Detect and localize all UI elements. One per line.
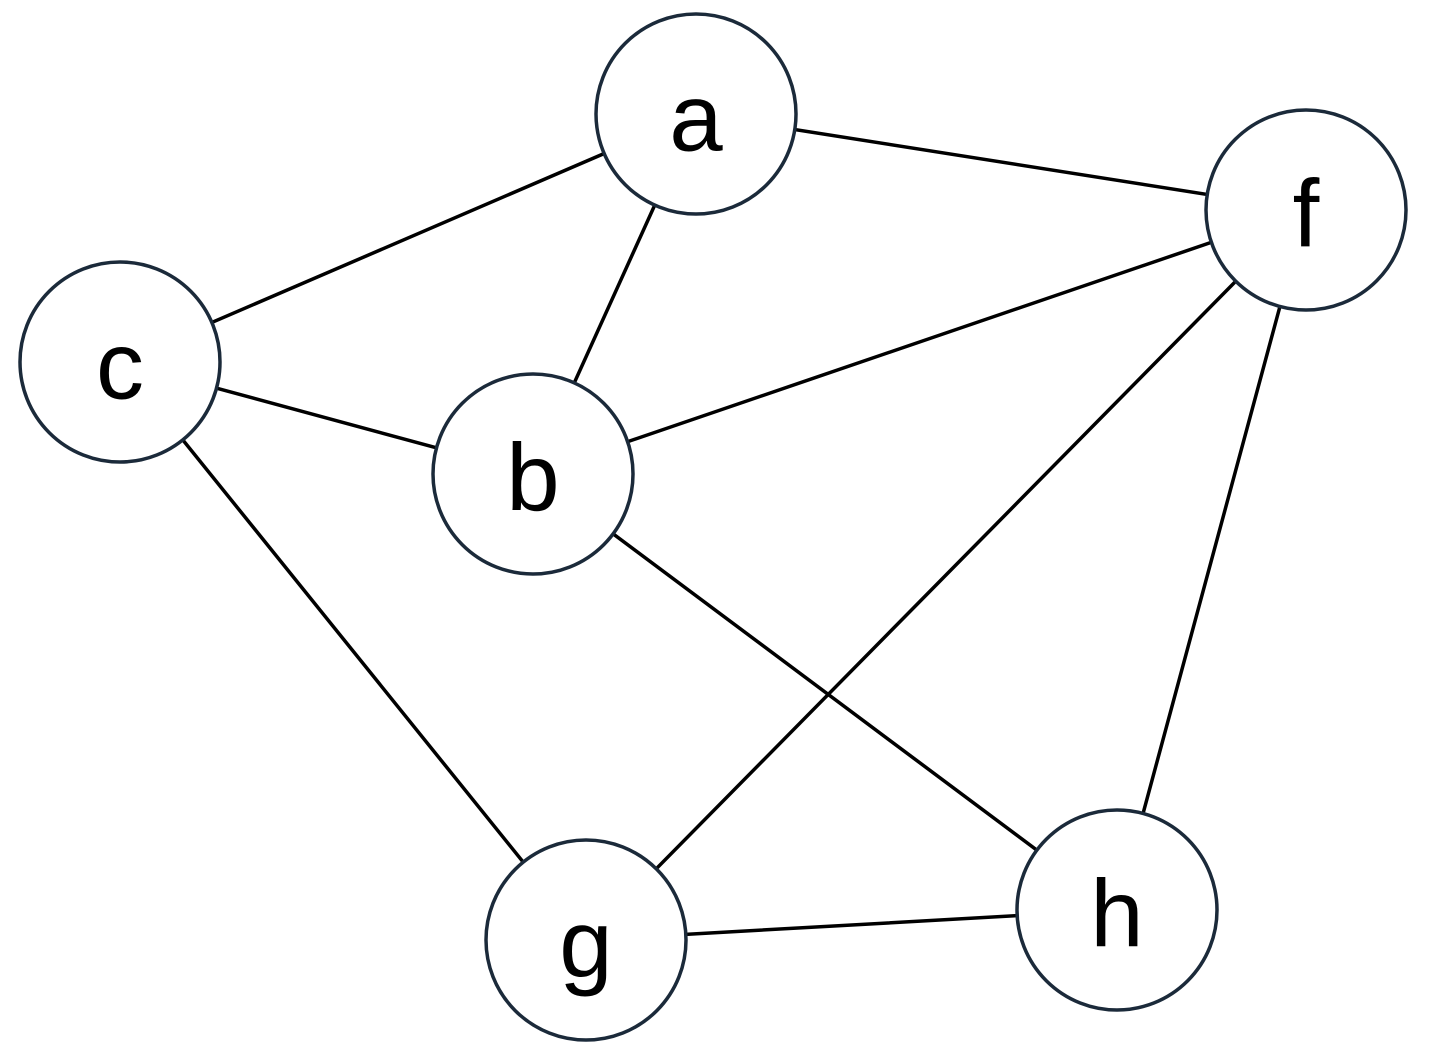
node-circle-g <box>484 838 688 1042</box>
node-label-c: c <box>96 313 144 420</box>
node-label-g: g <box>559 891 612 998</box>
node-circle-h <box>1015 808 1219 1012</box>
node-circle-a <box>594 12 798 216</box>
nodes-layer: a b c f g h <box>18 12 1408 1042</box>
node-label-f: f <box>1293 161 1320 268</box>
edge-f-h <box>1115 208 1308 912</box>
node-c: c <box>18 260 222 464</box>
node-circle-f <box>1204 108 1408 312</box>
node-label-h: h <box>1090 861 1143 968</box>
edge-a-f <box>694 112 1308 212</box>
node-a: a <box>594 12 798 216</box>
edge-c-a <box>118 112 698 364</box>
node-label-b: b <box>506 425 559 532</box>
edge-b-h <box>531 472 1119 912</box>
node-f: f <box>1204 108 1408 312</box>
edge-b-f <box>531 208 1308 476</box>
node-h: h <box>1015 808 1219 1012</box>
node-circle-c <box>18 260 222 464</box>
node-circle-b <box>431 372 635 576</box>
node-label-a: a <box>669 65 723 172</box>
edge-g-f <box>584 208 1308 942</box>
edge-c-g <box>118 360 588 942</box>
node-g: g <box>484 838 688 1042</box>
node-b: b <box>431 372 635 576</box>
